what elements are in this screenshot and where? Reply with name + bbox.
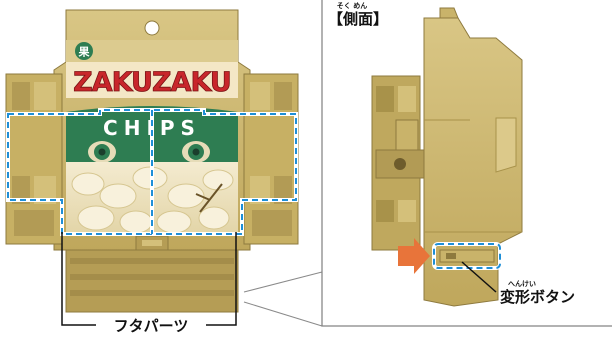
brand-band bbox=[66, 40, 238, 62]
lid-parts-label: フタパーツ bbox=[114, 317, 189, 335]
side-robot bbox=[371, 7, 523, 307]
lid-parts-callout bbox=[61, 232, 237, 326]
right-arm bbox=[243, 73, 299, 245]
left-arm bbox=[5, 73, 63, 245]
logo-text: ZAKUZAKU bbox=[73, 67, 231, 98]
transform-button-label: 変形ボタン bbox=[500, 288, 575, 306]
transform-button-ruby: へんけい bbox=[508, 280, 536, 288]
front-view: 果 ZAKUZAKU CHIPS bbox=[5, 9, 299, 313]
side-view-title: 【側面】 bbox=[328, 10, 388, 28]
hang-hole bbox=[144, 20, 160, 36]
chips-text: CHIPS bbox=[103, 116, 201, 140]
press-arrow bbox=[398, 238, 430, 274]
side-view-panel bbox=[321, 0, 612, 327]
transform-button-callout bbox=[461, 261, 497, 293]
side-view-title-ruby: そく めん bbox=[337, 2, 367, 10]
crack-mark bbox=[195, 183, 223, 213]
chips-illustration bbox=[71, 166, 234, 234]
zoom-connector bbox=[243, 271, 323, 327]
brand-mark: 果 bbox=[78, 46, 90, 59]
robot-eyes bbox=[88, 141, 210, 163]
